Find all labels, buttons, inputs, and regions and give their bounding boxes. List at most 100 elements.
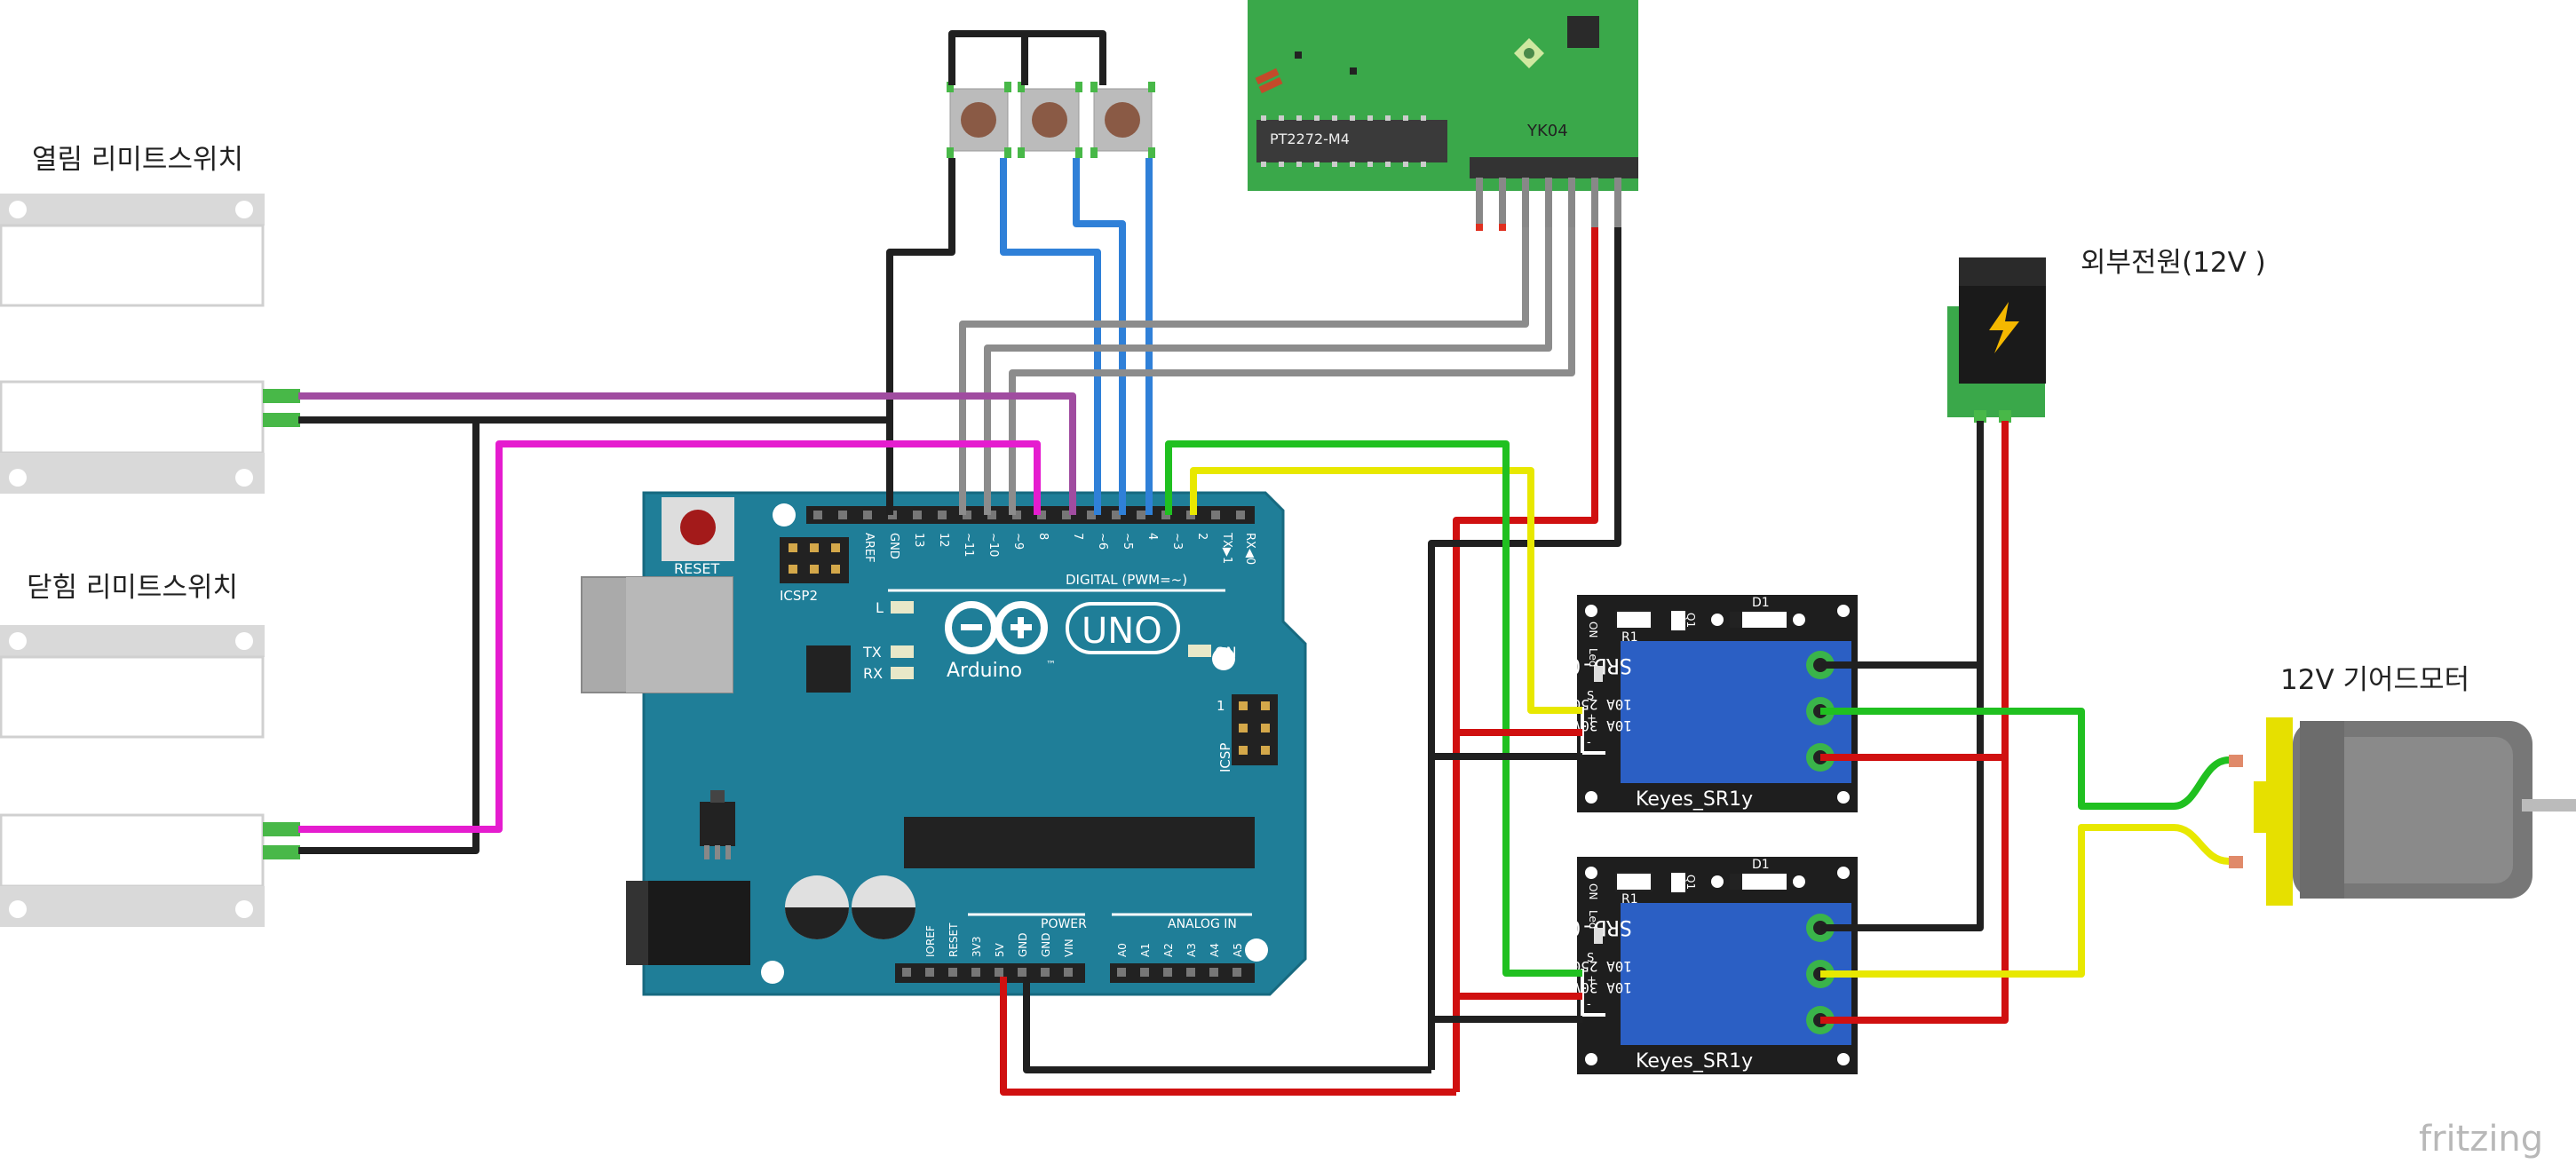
pin-label-8: 8 [1036,533,1050,540]
pin-label-ioref: IOREF [924,925,937,957]
push-button-3 [1090,82,1155,158]
pin-label-5: ~5 [1121,533,1134,550]
icsp2-header: ICSP2 [780,537,849,604]
relay-module-2: SRD-05VDC-SL-C 10A 250VAC 10A 125VAC 10A… [1453,857,1858,1074]
microcontroller-chip [904,817,1255,868]
external-power-label: 외부전원(12V ) [2081,247,2266,279]
geared-motor: 12V 기어드모터 [2229,664,2576,906]
pin-label-gnd: GND [887,533,900,559]
wire-gray-rf-1 [959,227,1529,515]
usb-chip [806,645,851,693]
wire-red-rf-vcc [1453,227,1598,1092]
push-button-1 [947,82,1011,158]
led-on-label: ON [1215,644,1237,661]
wire-red-ext-vcc [1820,421,2009,1024]
relay1-pin-plus: + [1587,712,1597,725]
pin-label-a5: A5 [1232,943,1244,957]
wire-gray-rf-2 [984,227,1552,515]
pin-label-a2: A2 [1162,943,1175,957]
pin-label-6: ~6 [1096,533,1109,550]
relay2-q1: Q1 [1684,875,1697,890]
relay2-name: Keyes_SR1y [1636,1050,1753,1073]
icsp-pin1-label: 1 [1217,698,1225,714]
wires [298,30,2230,1096]
wire-purple-open-switch [298,392,1076,515]
fritzing-watermark: fritzing [2419,1119,2543,1160]
wire-yellow-relay1-signal [1190,467,1582,714]
voltage-regulator [700,790,735,859]
pin-label-a4: A4 [1209,943,1221,957]
relay2-pin-minus: - [1587,998,1591,1011]
relay1-r1: R1 [1621,630,1638,645]
pin-label-9: ~9 [1011,533,1025,550]
digital-section-label: DIGITAL (PWM=~) [1066,572,1187,588]
led-tx-label: TX [862,644,882,661]
pin-label-gnd2: GND [1040,932,1052,957]
relay2-model: SRD-05VDC-SL-C [1453,915,1632,940]
digital-pin-labels: AREF GND 13 12 ~11 ~10 ~9 8 7 ~6 ~5 4 ~3… [862,532,1256,565]
pin-label-11: ~11 [962,533,975,557]
wire-black-relay-gnd [1023,753,1582,1073]
relay1-pin-minus: - [1587,736,1591,749]
arduino-brand: Arduino [947,660,1022,682]
antenna-coil [1255,67,1283,94]
icsp-header: ICSP 1 [1217,694,1278,772]
relay2-rating1: 10A 250VAC 10A 125VAC [1453,958,1632,975]
open-limit-switch: 열림 리미트스위치 [0,144,300,494]
open-switch-label: 열림 리미트스위치 [32,144,243,176]
pin-label-a1: A1 [1139,943,1152,957]
reset-button: RESET [662,497,734,577]
pin-label-7: 7 [1071,533,1084,540]
arduino-uno-board: RESET ICSP2 ICSP 1 [581,491,1307,996]
pin-label-aref: AREF [862,533,876,563]
wire-magenta-close-switch [298,440,1041,833]
wire-yellow-motor-2 [1820,824,2230,978]
rf-model-label: YK04 [1526,122,1568,140]
pin-label-3: ~3 [1170,533,1184,550]
analog-header: ANALOG IN [1110,913,1255,983]
relay2-r1: R1 [1621,892,1638,907]
power-pin-labels: IOREF RESET 3V3 5V GND GND VIN [924,922,1075,957]
pin-label-13: 13 [912,533,925,548]
pin-label-vin: VIN [1063,938,1075,957]
led-l-label: L [876,599,884,616]
relay2-rating2: 10A 30VDC 10A 28VDC [1470,979,1632,996]
rf-chip-label: PT2272-M4 [1270,131,1350,147]
wire-blue-button-1 [1000,158,1101,515]
wire-red-relay-vcc [1000,729,1582,1096]
arduino-logo: Arduino ™ UNO [945,601,1180,682]
relay1-rating1: 10A 250VAC 10A 125VAC [1453,696,1632,713]
pin-label-12: 12 [937,533,950,548]
digital-header [806,506,1255,524]
push-button-2 [1018,82,1082,158]
analog-pin-labels: A0 A1 A2 A3 A4 A5 [1116,943,1244,957]
relay-module-1: SRD-05VDC-SL-C 10A 250VAC 10A 125VAC 10A… [1453,595,1858,812]
relay1-on: ON [1587,622,1599,637]
external-power-jack: 외부전원(12V ) [1947,247,2266,423]
icsp2-label: ICSP2 [780,588,818,604]
relay1-pin-s: S [1587,690,1594,703]
wire-black-open-switch [298,416,890,854]
relay1-d1: D1 [1752,596,1770,610]
pin-label-5v: 5V [994,942,1006,957]
power-header: POWER [895,913,1087,983]
capacitors [785,875,915,939]
relay1-led: Led [1587,648,1599,667]
relay2-pin-plus: + [1587,974,1597,987]
pin-label-tx: TX▶1 [1220,532,1233,564]
motor-label: 12V 기어드모터 [2280,664,2469,696]
pin-label-rx: RX◀0 [1243,533,1256,565]
wire-black-rf-gnd [1428,227,1621,1070]
wire-black-ext-gnd [1820,421,1984,931]
pin-label-reset: RESET [947,922,960,957]
pin-label-a0: A0 [1116,943,1129,957]
icsp-label: ICSP [1217,743,1233,772]
pin-label-a3: A3 [1185,943,1198,957]
arduino-model: UNO [1082,611,1162,652]
relay1-model: SRD-05VDC-SL-C [1453,653,1632,678]
relay2-led: Led [1587,910,1599,929]
dc-barrel-jack [626,881,750,965]
power-section-label: POWER [1041,917,1087,931]
wire-green-relay2-signal [1165,440,1582,977]
relay1-q1: Q1 [1684,613,1697,628]
